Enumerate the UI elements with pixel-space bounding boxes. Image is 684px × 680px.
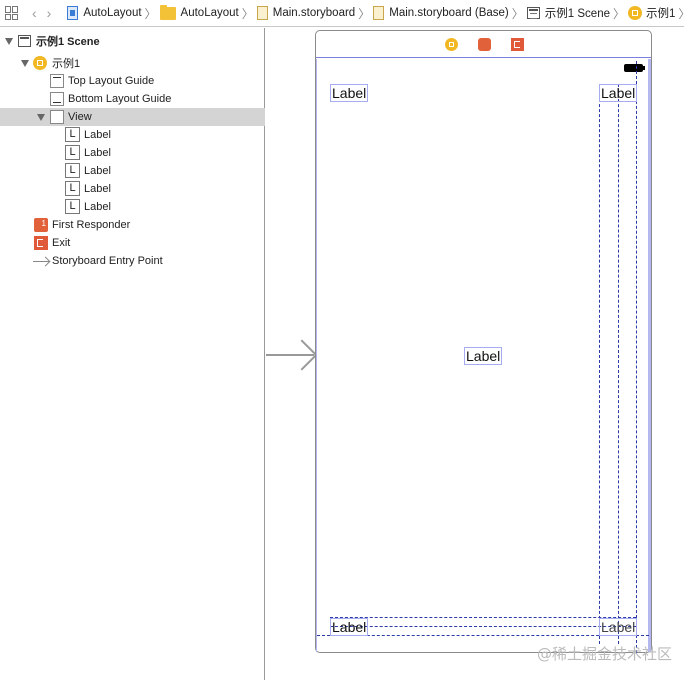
outline-item-label: Storyboard Entry Point bbox=[52, 255, 163, 267]
back-button[interactable]: ‹ bbox=[32, 5, 37, 21]
label-top-left[interactable]: Label bbox=[330, 84, 369, 102]
folder-icon bbox=[159, 4, 176, 20]
document-outline: 示例1 Scene 示例1 Top Layout Guide Bottom La… bbox=[0, 28, 265, 680]
exit-icon bbox=[34, 236, 48, 250]
root-view[interactable]: Label Label Label Label Label bbox=[316, 59, 651, 653]
disclosure-triangle-icon[interactable] bbox=[5, 38, 13, 45]
related-items-grid-icon[interactable] bbox=[5, 6, 18, 20]
label-icon: L bbox=[65, 145, 80, 160]
outline-item-text: Label bbox=[84, 183, 111, 195]
project-file-icon bbox=[67, 6, 79, 20]
outline-item-text: Label bbox=[84, 129, 111, 141]
outline-item-label: Exit bbox=[52, 237, 71, 249]
outline-item-exit[interactable]: Exit bbox=[0, 234, 265, 252]
breadcrumb-scene[interactable]: 示例1 Scene bbox=[526, 5, 610, 21]
alignment-guide bbox=[330, 626, 636, 627]
breadcrumb-label: 示例1 bbox=[646, 8, 676, 20]
outline-item-label: 示例1 bbox=[52, 58, 81, 70]
scene-icon bbox=[526, 7, 540, 19]
label-bottom-right[interactable]: Label bbox=[599, 618, 638, 636]
battery-icon bbox=[624, 64, 645, 72]
first-responder-icon bbox=[34, 218, 48, 232]
breadcrumb-storyboard-base[interactable]: Main.storyboard (Base) bbox=[373, 6, 509, 20]
alignment-guide bbox=[317, 635, 649, 636]
outline-item-label[interactable]: L Label bbox=[0, 180, 265, 198]
bottom-layout-guide-icon bbox=[50, 92, 64, 106]
scene-frame[interactable]: Label Label Label Label Label bbox=[315, 30, 652, 653]
label-top-right[interactable]: Label bbox=[599, 84, 638, 102]
first-responder-icon[interactable] bbox=[478, 38, 491, 51]
outline-item-view[interactable]: View bbox=[0, 108, 265, 126]
label-icon: L bbox=[65, 163, 80, 178]
breadcrumb-label: AutoLayout bbox=[83, 7, 142, 19]
label-icon: L bbox=[65, 181, 80, 196]
outline-item-label[interactable]: L Label bbox=[0, 144, 265, 162]
outline-item-label: First Responder bbox=[52, 219, 131, 231]
breadcrumb-label: AutoLayout bbox=[180, 7, 239, 19]
scene-icon bbox=[18, 35, 31, 47]
outline-item-label[interactable]: L Label bbox=[0, 198, 265, 216]
outline-item-top-layout-guide[interactable]: Top Layout Guide bbox=[0, 72, 265, 90]
outline-item-label[interactable]: L Label bbox=[0, 126, 265, 144]
breadcrumb-separator: 〉 bbox=[678, 5, 684, 22]
label-center[interactable]: Label bbox=[464, 347, 503, 365]
outline-item-text: Label bbox=[84, 147, 111, 159]
outline-item-scene[interactable]: 示例1 Scene bbox=[0, 32, 265, 50]
breadcrumb-project[interactable]: AutoLayout bbox=[67, 6, 142, 20]
watermark: @稀土掘金技术社区 bbox=[537, 645, 673, 663]
breadcrumb-label: 示例1 Scene bbox=[544, 8, 610, 20]
outline-item-label: Top Layout Guide bbox=[68, 75, 155, 87]
breadcrumb-storyboard[interactable]: Main.storyboard bbox=[256, 6, 356, 20]
view-icon bbox=[50, 110, 64, 124]
storyboard-canvas[interactable]: Label Label Label Label Label bbox=[266, 28, 684, 680]
breadcrumb-separator: 〉 bbox=[612, 6, 625, 21]
alignment-guide bbox=[618, 84, 619, 644]
outline-item-label: Bottom Layout Guide bbox=[68, 93, 172, 105]
breadcrumb-separator: 〉 bbox=[511, 6, 524, 21]
disclosure-triangle-icon[interactable] bbox=[21, 60, 29, 67]
outline-item-text: Label bbox=[84, 165, 111, 177]
alignment-guide bbox=[330, 617, 636, 618]
breadcrumb-label: Main.storyboard bbox=[272, 7, 356, 19]
disclosure-triangle-icon[interactable] bbox=[37, 114, 45, 121]
storyboard-entry-arrow[interactable] bbox=[266, 354, 314, 356]
top-layout-guide-icon bbox=[50, 74, 64, 88]
breadcrumb-label: Main.storyboard (Base) bbox=[389, 7, 509, 19]
outline-item-first-responder[interactable]: First Responder bbox=[0, 216, 265, 234]
view-controller-icon bbox=[628, 6, 642, 20]
scene-dock bbox=[316, 31, 651, 58]
outline-item-text: Label bbox=[84, 201, 111, 213]
breadcrumb-separator: 〉 bbox=[358, 6, 371, 21]
outline-item-view-controller[interactable]: 示例1 bbox=[0, 54, 265, 72]
storyboard-icon bbox=[256, 6, 268, 20]
entry-point-icon bbox=[33, 261, 49, 262]
view-controller-icon bbox=[33, 56, 47, 70]
storyboard-icon bbox=[373, 6, 385, 20]
label-icon: L bbox=[65, 127, 80, 142]
view-controller-icon[interactable] bbox=[445, 38, 458, 51]
label-icon: L bbox=[65, 199, 80, 214]
exit-icon[interactable] bbox=[511, 38, 524, 51]
breadcrumb-view-controller[interactable]: 示例1 bbox=[628, 5, 675, 21]
jump-bar: ‹ › AutoLayout 〉 AutoLayout 〉 Main.story… bbox=[0, 0, 684, 27]
breadcrumb-folder[interactable]: AutoLayout bbox=[159, 4, 239, 20]
outline-item-entry-point[interactable]: Storyboard Entry Point bbox=[0, 252, 265, 270]
outline-item-label[interactable]: L Label bbox=[0, 162, 265, 180]
outline-item-bottom-layout-guide[interactable]: Bottom Layout Guide bbox=[0, 90, 265, 108]
alignment-guide bbox=[599, 84, 600, 644]
outline-item-label: View bbox=[68, 111, 92, 123]
breadcrumb-separator: 〉 bbox=[241, 6, 254, 21]
breadcrumb-separator: 〉 bbox=[144, 6, 157, 21]
outline-item-label: 示例1 Scene bbox=[36, 36, 100, 48]
forward-button[interactable]: › bbox=[46, 5, 52, 21]
alignment-guide bbox=[636, 61, 637, 653]
label-bottom-left[interactable]: Label bbox=[330, 618, 369, 636]
